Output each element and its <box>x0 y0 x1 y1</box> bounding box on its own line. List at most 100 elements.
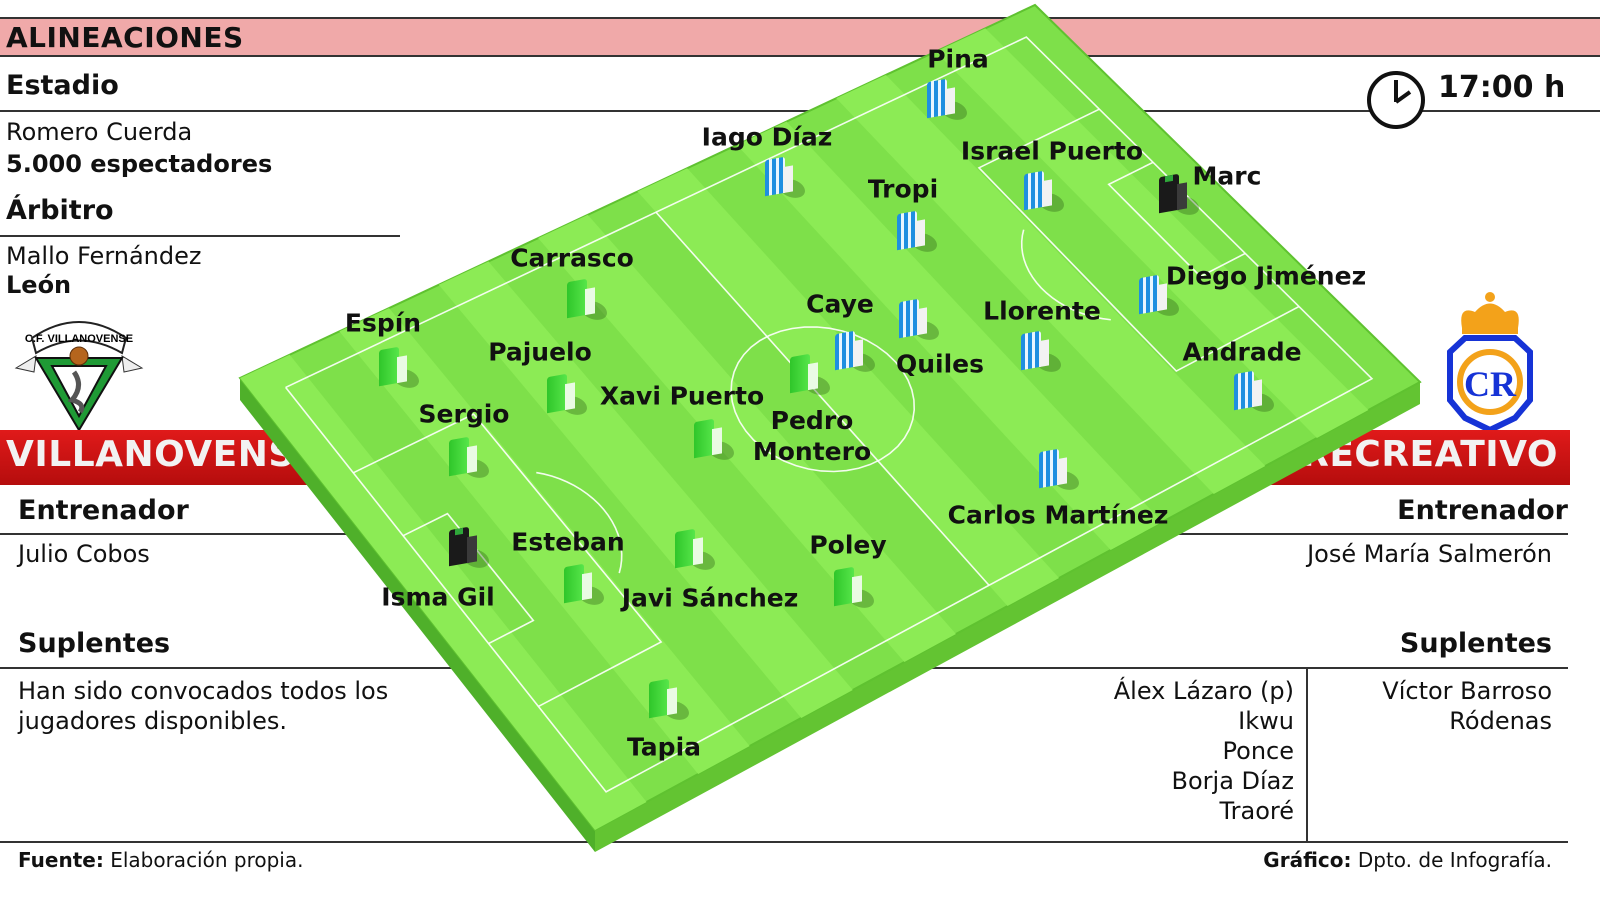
player-name: Sergio <box>418 399 510 429</box>
player-marker <box>899 298 939 343</box>
sub-player: Ródenas <box>1449 707 1552 735</box>
home-subs-label: Suplentes <box>18 628 171 659</box>
away-coach: José María Salmerón <box>1307 540 1552 568</box>
player-marker <box>835 330 875 375</box>
penalty-area <box>977 108 1300 373</box>
sub-player: Ponce <box>1222 737 1294 765</box>
pitch-stripe <box>836 74 1266 494</box>
svg-text:CR: CR <box>1464 364 1517 404</box>
player-marker <box>564 563 604 608</box>
pitch-stripe <box>538 214 956 662</box>
goal-area <box>402 512 535 645</box>
player-name: Marc <box>1192 161 1262 191</box>
away-subs-col1: Álex Lázaro (p) Ikwu Ponce Borja Díaz Tr… <box>1114 676 1294 826</box>
header-title: ALINEACIONES <box>6 21 244 54</box>
penalty-arc <box>1020 229 1111 321</box>
graphic-text: Dpto. de Infografía. <box>1357 848 1552 872</box>
divider <box>0 235 400 237</box>
away-subs-label: Suplentes <box>1399 628 1552 659</box>
kickoff-time: 17:00 h <box>1438 70 1566 105</box>
player-name: Iago Díaz <box>701 122 833 152</box>
pitch-stripe <box>736 121 1163 550</box>
pitch-side <box>240 378 595 852</box>
player-marker <box>897 210 937 255</box>
home-coach: Julio Cobos <box>18 540 150 568</box>
halfway-line <box>655 211 990 586</box>
home-subs: Han sido convocados todos los jugadores … <box>18 676 388 736</box>
divider <box>0 533 360 535</box>
pitch-stripe <box>438 261 853 718</box>
player-marker <box>927 78 967 123</box>
player-marker <box>834 566 874 611</box>
player-name: Tropi <box>867 174 939 204</box>
pitch-stripe <box>339 308 750 774</box>
player-marker <box>765 156 805 201</box>
referee-origin: León <box>6 271 72 299</box>
away-subs-col2: Víctor Barroso Ródenas <box>1382 676 1552 736</box>
goalkeeper-marker <box>449 526 489 571</box>
attendance: 5.000 espectadores <box>6 150 273 178</box>
player-name: Carlos Martínez <box>947 500 1169 530</box>
player-name: Javi Sánchez <box>621 583 799 613</box>
sub-player: Víctor Barroso <box>1382 677 1552 705</box>
player-name: Espín <box>344 308 422 338</box>
goalkeeper-marker <box>1159 173 1199 218</box>
footer-graphic: Gráfico: Dpto. de Infografía. <box>1263 848 1552 872</box>
villanovense-crest: C.F. VILLANOVENSE <box>14 321 144 432</box>
player-name: Xavi Puerto <box>599 381 765 411</box>
sub-player: Borja Díaz <box>1171 767 1294 795</box>
player-marker <box>567 278 607 323</box>
player-name: Diego Jiménez <box>1165 261 1367 291</box>
player-name: Esteban <box>511 527 625 557</box>
sub-player: Ikwu <box>1238 707 1294 735</box>
referee-label: Árbitro <box>6 195 114 226</box>
player-marker <box>1234 370 1274 415</box>
divider <box>0 841 1568 843</box>
player-name: Llorente <box>983 296 1101 326</box>
sub-player: Álex Lázaro (p) <box>1113 677 1294 705</box>
svg-text:C.F. VILLANOVENSE: C.F. VILLANOVENSE <box>25 333 133 345</box>
goal-area <box>1107 161 1246 278</box>
player-name: Pina <box>927 44 989 74</box>
player-name: Caye <box>806 289 874 319</box>
subs-line: Han sido convocados todos los <box>18 677 389 705</box>
graphic-label: Gráfico: <box>1263 848 1352 872</box>
player-name: Pajuelo <box>488 337 592 367</box>
pitch-stripe <box>935 28 1369 438</box>
player-name: Tapia <box>626 732 702 762</box>
referee-name: Mallo Fernández <box>6 242 202 270</box>
player-marker <box>379 346 419 391</box>
home-team-name: VILLANOVENSE <box>6 434 320 475</box>
player-name: Carrasco <box>510 243 634 273</box>
player-marker <box>1024 170 1064 215</box>
footer-source: Fuente: Elaboración propia. <box>18 848 303 872</box>
section-header: ALINEACIONES <box>0 17 1600 57</box>
player-marker <box>1021 330 1061 375</box>
player-marker <box>649 678 689 723</box>
player-marker <box>1039 448 1079 493</box>
divider <box>1306 668 1308 842</box>
away-coach-label: Entrenador <box>1397 495 1568 526</box>
sub-player: Traoré <box>1219 797 1295 825</box>
pitch-stripe <box>240 354 647 830</box>
pitch-stripe <box>637 168 1060 606</box>
recreativo-crest: CR <box>1447 292 1533 434</box>
stadium-label: Estadio <box>6 70 119 101</box>
player-name: Poley <box>809 530 887 560</box>
home-coach-label: Entrenador <box>18 495 189 526</box>
player-name: Quiles <box>895 349 985 379</box>
player-marker <box>1139 274 1179 319</box>
penalty-area <box>352 413 663 708</box>
stadium-name: Romero Cuerda <box>6 118 193 146</box>
penalty-arc <box>536 471 623 574</box>
source-text: Elaboración propia. <box>110 848 304 872</box>
player-name: Andrade <box>1182 337 1302 367</box>
player-marker <box>790 353 830 398</box>
player-name: Isma Gil <box>381 582 495 612</box>
divider <box>1160 533 1568 535</box>
divider <box>0 110 1600 112</box>
touchline <box>285 36 1374 793</box>
center-circle <box>730 326 916 473</box>
player-marker <box>694 418 734 463</box>
player-marker <box>547 373 587 418</box>
